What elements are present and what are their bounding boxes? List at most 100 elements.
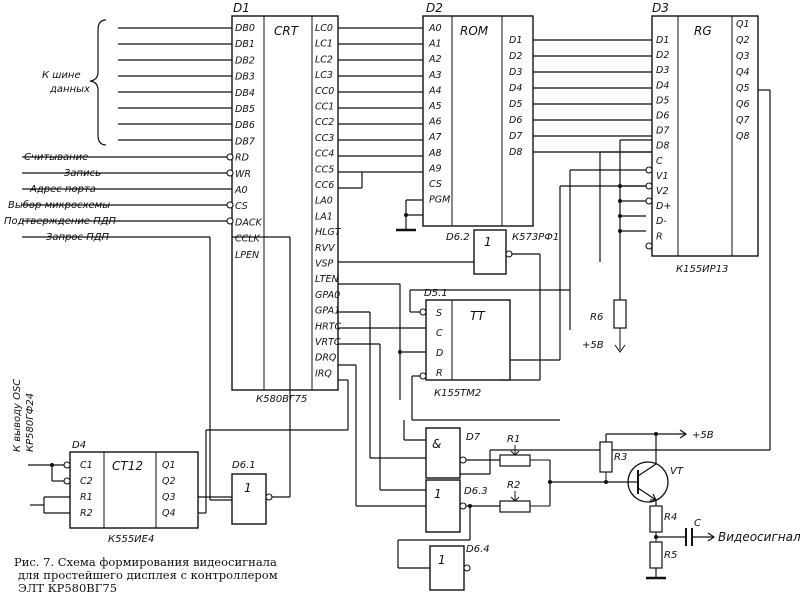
r3-resistor [599, 441, 613, 473]
d1-type: CRT [274, 24, 300, 38]
d2-pin-d2: D2 [509, 51, 522, 62]
d4-wires [28, 429, 348, 514]
d4-part: К555ИЕ4 [108, 534, 154, 545]
gate-wires [397, 420, 770, 569]
d5-type: TT [470, 309, 486, 323]
d1-pin-vsp: VSP [315, 259, 334, 270]
d2-body [422, 15, 534, 227]
d7-out-bubble [459, 456, 467, 464]
d1-pin-db2: DB2 [235, 55, 255, 66]
svg-text:КР580ГФ24: КР580ГФ24 [25, 393, 36, 452]
d1-pin-cclk: CCLK [235, 234, 261, 245]
d3-pin-d6: D6 [656, 111, 669, 122]
d5-pin-c: C [436, 328, 443, 339]
r6-label: R6 [590, 312, 603, 323]
svg-text:К выводу OSC: К выводу OSC [12, 379, 23, 452]
d1-pin-vrtc: VRTC [315, 337, 341, 348]
d2-part: К573РФ1 [512, 232, 559, 243]
signal-port-address: Адрес порта [29, 184, 96, 195]
d1-pin-dack: DACK [235, 217, 262, 228]
d4-type: CT12 [112, 459, 143, 473]
d4-pin-c1: C1 [80, 460, 93, 471]
d2-pin-d5: D5 [509, 99, 522, 110]
d1-pin-db5: DB5 [235, 104, 255, 115]
d3-pin-c: C [656, 156, 663, 167]
d1-wr-bubble [226, 169, 234, 177]
d1-pin-lc2: LC2 [315, 54, 333, 65]
r4-resistor [649, 505, 663, 533]
d3-pin-q6: Q6 [736, 99, 750, 110]
d4-c1-bubble [63, 461, 71, 469]
d63-body [425, 479, 461, 533]
d3-pin-q8: Q8 [736, 131, 750, 142]
d1-pin-lc0: LC0 [315, 23, 333, 34]
d1-pin-a0: A0 [234, 185, 248, 196]
d3-pin-q2: Q2 [736, 35, 750, 46]
d3-pin-d3: D3 [656, 65, 669, 76]
d1-pin-la0: LA0 [315, 196, 333, 207]
d3-pin-q4: Q4 [736, 67, 750, 78]
d3-part: К155ИР13 [676, 264, 728, 275]
d4-pin-q1: Q1 [162, 460, 176, 471]
d3-pin-q3: Q3 [736, 51, 750, 62]
d62-ref: D6.2 [446, 232, 470, 243]
d2-pin-d3: D3 [509, 67, 522, 78]
d2-pin-a5: A5 [428, 101, 442, 112]
d3-bubbles [645, 166, 653, 250]
r5-resistor [649, 541, 663, 569]
bus-lines [118, 27, 232, 141]
d1-pin-db1: DB1 [235, 39, 255, 50]
d5-pin-d: D [436, 348, 443, 359]
d64-fn: 1 [438, 553, 446, 567]
vt-leads [626, 463, 657, 506]
d5-s-bubble [419, 308, 427, 316]
r2-trimmer [499, 491, 550, 513]
d1-pin-cc5: CC5 [315, 164, 334, 175]
d2-pin-a8: A8 [428, 148, 442, 159]
d1-ref: D1 [233, 1, 250, 15]
d1-pin-cc3: CC3 [315, 133, 334, 144]
d2-pin-a0: A0 [428, 23, 442, 34]
r1-trimmer [499, 445, 550, 467]
d2-pin-a2: A2 [428, 54, 442, 65]
r1-label: R1 [507, 434, 520, 445]
d1-pin-hrtc: HRTC [315, 321, 342, 332]
signal-read: Считывание [24, 152, 88, 163]
signal-dma-ack: Подтверждение ПДП [4, 216, 117, 227]
bus-label-line1: К шине [42, 70, 81, 81]
d1-pin-db3: DB3 [235, 72, 255, 83]
d1-pin-lc3: LC3 [315, 70, 333, 81]
d3-pin-q1: Q1 [736, 19, 750, 30]
r5-label: R5 [664, 550, 677, 561]
d1-pin-cs: CS [235, 201, 248, 212]
d1-pin-gpa0: GPA0 [315, 290, 340, 301]
d4-pin-q4: Q4 [162, 508, 176, 519]
d5-pin-s: S [436, 308, 442, 319]
d4-pin-q2: Q2 [162, 476, 176, 487]
r3-node [604, 480, 608, 484]
q8-output [758, 89, 771, 450]
d3-body [651, 15, 759, 257]
d1-dack-bubble [226, 217, 234, 225]
d1-left-pins: DB0DB1DB2DB3DB4DB5DB6DB7RDWRA0CSDACKCCLK… [234, 23, 262, 261]
d3-pin-d4: D4 [656, 80, 669, 91]
d2-pin-a4: A4 [428, 85, 442, 96]
d2-pin-d8: D8 [509, 147, 522, 158]
d64-ref: D6.4 [466, 544, 490, 555]
d61-out-bubble [265, 493, 273, 501]
d2-pin-a1: A1 [428, 39, 442, 50]
d1-pin-lc1: LC1 [315, 39, 333, 50]
vt-label: VT [670, 466, 684, 477]
d1-pin-cc4: CC4 [315, 149, 334, 160]
rom-ground [396, 199, 423, 232]
d5-pin-r: R [436, 368, 443, 379]
rom-data-lines [533, 39, 652, 153]
d61-ref: D6.1 [232, 460, 256, 471]
supply-label: +5В [692, 430, 714, 441]
